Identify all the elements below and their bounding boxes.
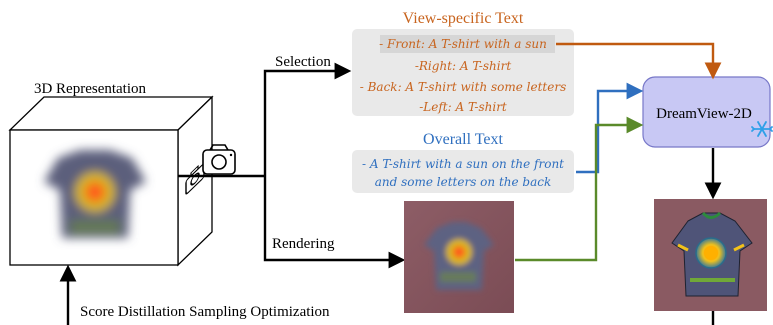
overall-line-2: and some letters on the back [375, 175, 552, 189]
cube-top-face [8, 96, 214, 131]
output-image [654, 199, 767, 311]
render-arrow-green [515, 116, 644, 262]
front-text-arrow [556, 42, 722, 80]
dreamview-2d-block: DreamView-2D [642, 76, 773, 148]
view-specific-title: View-specific Text [403, 10, 524, 27]
selection-arrow [263, 62, 352, 176]
rendering-arrow [263, 176, 406, 269]
overall-text-arrow [576, 82, 644, 174]
camera-icon [202, 144, 236, 175]
snowflake-icon [751, 121, 773, 137]
view-item-front: - Front: A T-shirt with a sun [379, 37, 547, 51]
blurry-tshirt-3d [44, 150, 146, 238]
overall-line-1: - A T-shirt with a sun on the front [362, 157, 564, 171]
view-item-back: - Back: A T-shirt with some letters [360, 80, 567, 94]
sds-caption: Score Distillation Sampling Optimization [80, 304, 330, 320]
selection-label: Selection [275, 54, 331, 70]
view-item-left: -Left: A T-shirt [419, 100, 507, 114]
selected-view-highlight [380, 35, 555, 53]
cube-3d-representation: 3D Representation [8, 81, 214, 267]
view-specific-text-box: View-specific Text - Front: A T-shirt wi… [352, 10, 574, 116]
view-item-right: -Right: A T-shirt [415, 59, 511, 73]
overall-text-box: Overall Text - A T-shirt with a sun on t… [352, 131, 574, 193]
rendered-image [404, 201, 514, 313]
representation-title: 3D Representation [34, 81, 147, 97]
overall-background [352, 150, 574, 193]
overall-title: Overall Text [423, 131, 503, 148]
dreamview-label: DreamView-2D [656, 106, 752, 122]
rendering-label: Rendering [272, 236, 335, 252]
